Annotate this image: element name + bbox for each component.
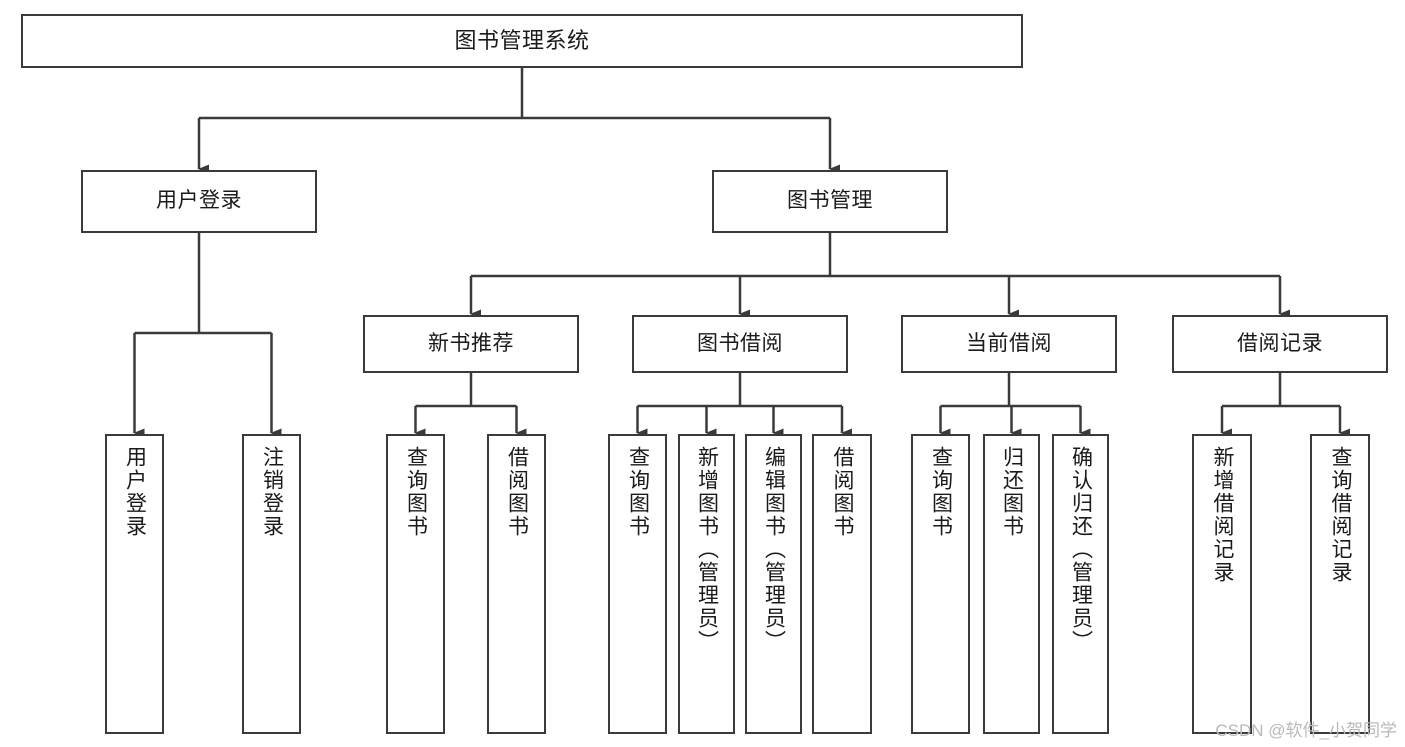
watermark: CSDN @软件_小贺同学: [1215, 721, 1397, 740]
node-label: 当前借阅: [966, 331, 1052, 355]
node-label: 编辑图书（管理员）: [762, 446, 786, 653]
node-record[interactable]: 借阅记录: [1172, 315, 1388, 373]
node-l-editbook[interactable]: 编辑图书（管理员）: [745, 434, 802, 734]
node-label: 借阅记录: [1237, 331, 1323, 355]
node-label: 新增图书（管理员）: [695, 446, 719, 653]
node-label: 注销登录: [260, 446, 284, 538]
node-borrow[interactable]: 图书借阅: [632, 315, 848, 373]
node-l-querybook2[interactable]: 查询图书: [608, 434, 667, 734]
node-l-queryrecord[interactable]: 查询借阅记录: [1310, 434, 1370, 734]
node-l-userlogin[interactable]: 用户登录: [105, 434, 164, 734]
node-label: 查询图书: [929, 446, 953, 538]
node-label: 确认归还（管理员）: [1069, 446, 1093, 653]
node-l-addrecord[interactable]: 新增借阅记录: [1192, 434, 1252, 734]
node-bookmgmt[interactable]: 图书管理: [712, 170, 948, 233]
node-l-borrowbook1[interactable]: 借阅图书: [487, 434, 546, 734]
node-label: 用户登录: [123, 446, 147, 538]
node-l-logout[interactable]: 注销登录: [242, 434, 301, 734]
node-label: 图书管理系统: [454, 28, 590, 54]
node-l-querybook3[interactable]: 查询图书: [911, 434, 970, 734]
node-newbook[interactable]: 新书推荐: [363, 315, 579, 373]
node-label: 借阅图书: [831, 446, 855, 538]
node-label: 新增借阅记录: [1211, 446, 1235, 584]
node-login[interactable]: 用户登录: [81, 170, 317, 233]
node-l-borrowbook2[interactable]: 借阅图书: [812, 434, 872, 734]
node-l-querybook1[interactable]: 查询图书: [386, 434, 445, 734]
node-current[interactable]: 当前借阅: [901, 315, 1117, 373]
node-l-confirm[interactable]: 确认归还（管理员）: [1052, 434, 1109, 734]
node-root[interactable]: 图书管理系统: [21, 14, 1023, 68]
node-label: 查询图书: [404, 446, 428, 538]
node-label: 图书管理: [787, 189, 873, 213]
node-label: 查询借阅记录: [1329, 446, 1353, 584]
node-label: 用户登录: [156, 189, 242, 213]
node-l-returnbook[interactable]: 归还图书: [983, 434, 1040, 734]
node-label: 新书推荐: [428, 331, 514, 355]
node-label: 借阅图书: [505, 446, 529, 538]
node-label: 查询图书: [626, 446, 650, 538]
node-l-addbook[interactable]: 新增图书（管理员）: [678, 434, 735, 734]
node-label: 归还图书: [1000, 446, 1024, 538]
node-label: 图书借阅: [697, 331, 783, 355]
